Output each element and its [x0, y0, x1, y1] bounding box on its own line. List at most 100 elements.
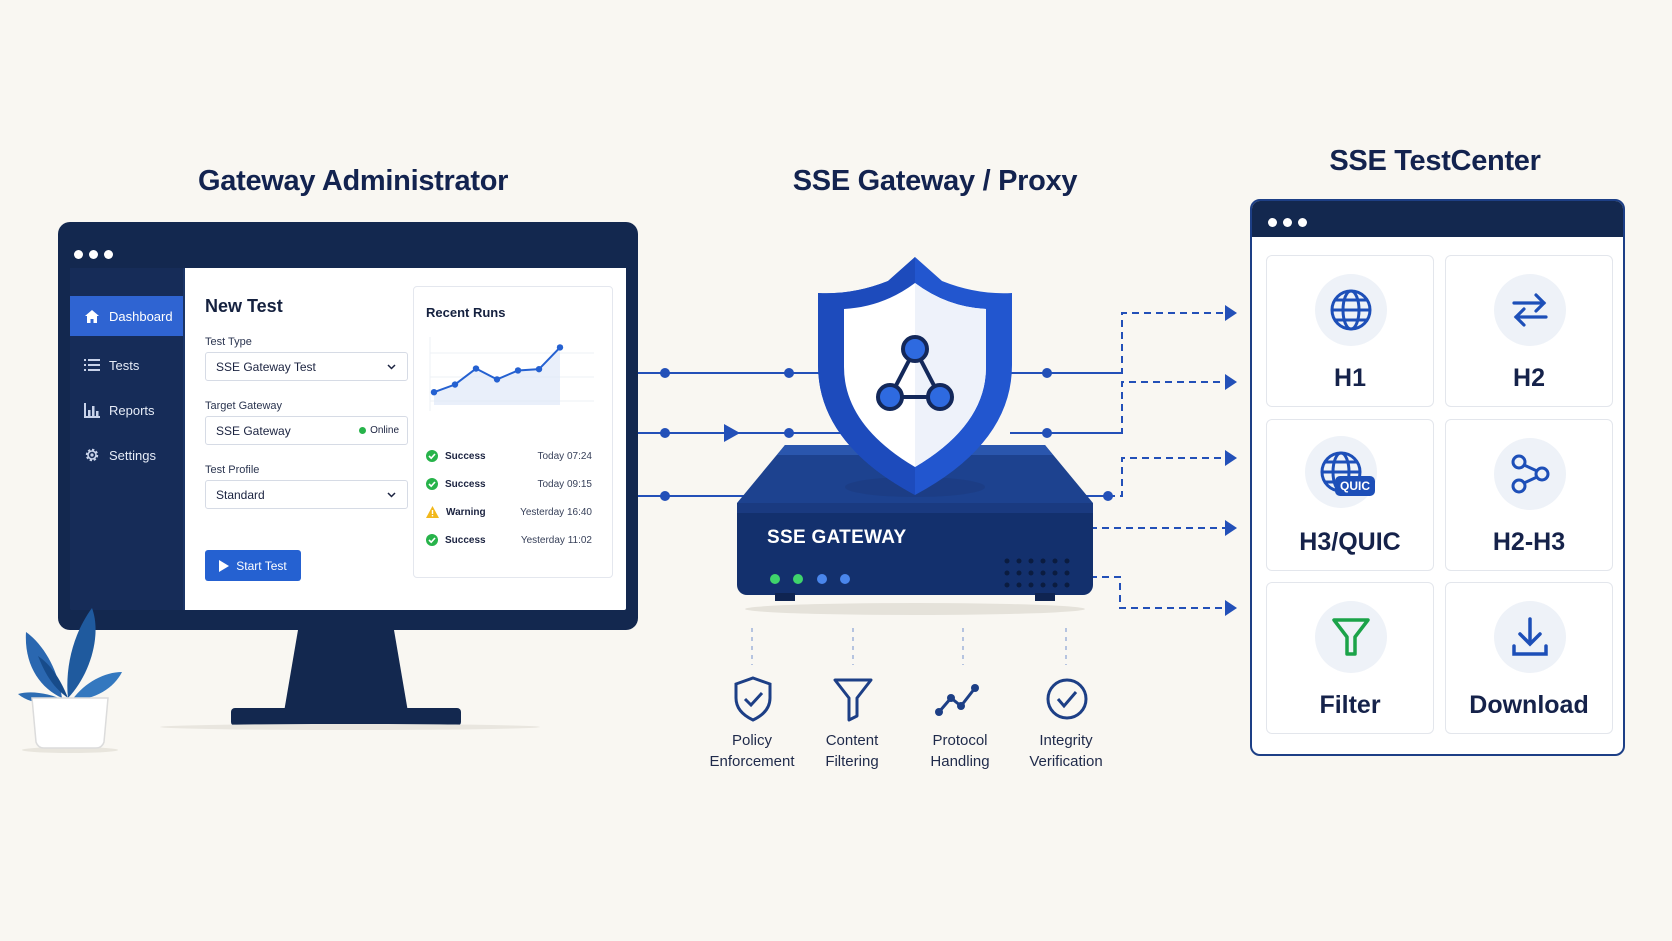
target-gateway-value: SSE Gateway [216, 423, 291, 438]
window-dots [1268, 214, 1313, 232]
quic-badge: QUIC [1335, 476, 1375, 496]
trend-icon [935, 684, 979, 716]
main-panel: New Test Test Type SSE Gateway Test Targ… [185, 268, 626, 610]
warning-icon [426, 506, 439, 518]
share-nodes-icon [1511, 454, 1550, 494]
tile-download[interactable]: Download [1445, 582, 1613, 734]
sidebar: Dashboard Tests Reports Settings [70, 268, 183, 610]
test-type-label: Test Type [205, 336, 252, 348]
admin-monitor: Dashboard Tests Reports Settings New Tes… [58, 222, 638, 630]
shield-icon [818, 257, 1012, 497]
tile-filter[interactable]: Filter [1266, 582, 1434, 734]
start-test-label: Start Test [236, 558, 287, 573]
gear-icon [85, 448, 99, 462]
admin-title: Gateway Administrator [198, 165, 509, 197]
status-badge: Online [359, 425, 399, 436]
test-type-value: SSE Gateway Test [216, 359, 316, 374]
bar-chart-icon [84, 402, 100, 418]
tile-label: Download [1469, 691, 1589, 719]
success-check-icon [426, 534, 438, 546]
recent-runs-title: Recent Runs [426, 305, 506, 320]
run-status: Success [445, 534, 486, 546]
check-circle-icon [1046, 678, 1088, 720]
trend-point [493, 376, 501, 383]
admin-screen: Dashboard Tests Reports Settings New Tes… [70, 268, 626, 610]
testcenter-window: H1 H2 QUIC H3/QUIC H2-H3 Filter Download [1250, 199, 1625, 756]
run-status: Success [445, 450, 486, 462]
sidebar-item-reports[interactable]: Reports [70, 390, 183, 430]
chevron-down-icon [387, 492, 396, 498]
trend-point [535, 365, 543, 373]
tile-label: H2-H3 [1492, 528, 1566, 556]
monitor-stand [284, 630, 408, 712]
trend-point [556, 344, 564, 351]
plant-illustration [18, 608, 122, 753]
globe-icon [1330, 289, 1372, 331]
tile-h3-quic[interactable]: QUIC H3/QUIC [1266, 419, 1434, 571]
gateway-label: SSE GATEWAY [767, 527, 907, 548]
tile-h2-h3[interactable]: H2-H3 [1445, 419, 1613, 571]
tile-label: H2 [1513, 364, 1545, 392]
sidebar-item-settings[interactable]: Settings [70, 435, 183, 475]
run-status: Success [445, 478, 486, 490]
swap-arrows-icon [1512, 293, 1548, 327]
run-row[interactable]: Success Today 09:15 [426, 475, 602, 493]
tile-label: H1 [1334, 364, 1366, 392]
run-row[interactable]: Success Today 07:24 [426, 447, 602, 465]
testcenter-titlebar [1252, 201, 1623, 237]
tile-h2[interactable]: H2 [1445, 255, 1613, 407]
gateway-title: SSE Gateway / Proxy [792, 165, 1078, 197]
target-gateway-label: Target Gateway [205, 400, 283, 412]
run-status: Warning [446, 506, 486, 518]
success-check-icon [426, 478, 438, 490]
trend-point [514, 367, 522, 374]
tile-label: H3/QUIC [1299, 528, 1401, 556]
target-gateway-select[interactable]: SSE Gateway Online [205, 416, 408, 445]
run-row[interactable]: Success Yesterday 11:02 [426, 531, 602, 549]
test-profile-label: Test Profile [205, 464, 260, 476]
page-title: New Test [205, 296, 283, 316]
tile-label: Filter [1319, 691, 1381, 719]
sidebar-item-label: Dashboard [109, 308, 173, 324]
sidebar-item-label: Settings [109, 447, 156, 463]
monitor-base [231, 708, 461, 726]
window-dots [74, 246, 119, 264]
run-time: Today 07:24 [537, 450, 593, 462]
test-profile-select[interactable]: Standard [205, 480, 408, 509]
trend-point [451, 381, 459, 388]
success-check-icon [426, 450, 438, 462]
list-icon [84, 359, 100, 371]
download-icon [1512, 617, 1548, 656]
test-profile-value: Standard [216, 487, 265, 502]
testcenter-title: SSE TestCenter [1329, 145, 1541, 177]
trend-chart [429, 337, 594, 411]
shield-check-icon [734, 676, 772, 722]
filter-icon [833, 678, 873, 722]
test-type-select[interactable]: SSE Gateway Test [205, 352, 408, 381]
sidebar-item-tests[interactable]: Tests [70, 345, 183, 385]
funnel-icon [1332, 618, 1370, 656]
run-time: Yesterday 16:40 [520, 506, 592, 518]
sidebar-item-label: Reports [109, 402, 155, 418]
run-time: Today 09:15 [537, 478, 593, 490]
tile-h1[interactable]: H1 [1266, 255, 1434, 407]
play-icon [219, 559, 230, 572]
trend-point [472, 365, 480, 372]
sidebar-item-label: Tests [109, 357, 140, 373]
status-dot [359, 427, 367, 434]
desk-shadow [160, 724, 540, 730]
home-icon [85, 309, 99, 323]
status-text: Online [370, 425, 399, 436]
run-row[interactable]: Warning Yesterday 16:40 [426, 503, 602, 521]
run-time: Yesterday 11:02 [520, 534, 592, 546]
trend-point [430, 389, 438, 396]
sidebar-item-dashboard[interactable]: Dashboard [70, 296, 183, 336]
start-test-button[interactable]: Start Test [205, 550, 301, 581]
chevron-down-icon [387, 364, 396, 370]
